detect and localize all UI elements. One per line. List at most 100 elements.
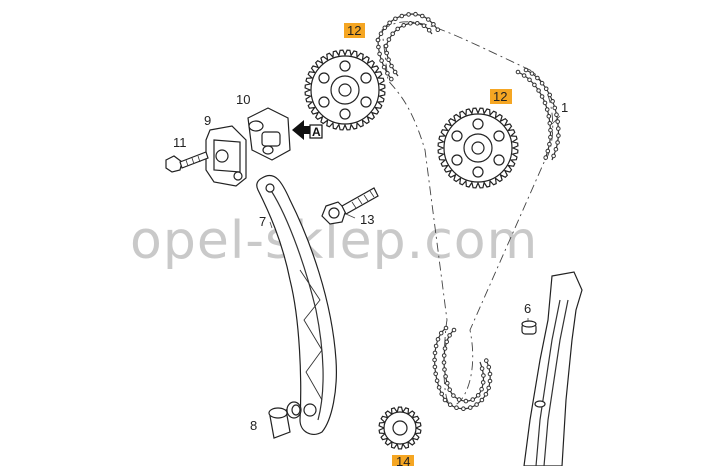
callout-12-top: 12	[347, 23, 361, 38]
chain-link	[385, 71, 390, 76]
chain-link	[447, 402, 453, 408]
chain-link	[554, 112, 559, 117]
chain-link	[552, 105, 558, 111]
chain-link	[375, 37, 381, 43]
chain-link	[553, 147, 559, 152]
callout-7: 7	[259, 214, 266, 229]
tensioner-guide-rail	[256, 174, 337, 435]
chain-link	[544, 107, 550, 112]
chain-link	[543, 86, 549, 92]
chain-link	[376, 44, 381, 50]
camshaft-sprocket-right	[437, 107, 519, 189]
callout-highlight-14	[392, 455, 414, 466]
chain-link	[443, 325, 449, 331]
chain-link	[555, 119, 561, 124]
chain-path-outline	[381, 21, 554, 406]
callout-13: 13	[360, 212, 374, 227]
chain-link	[548, 134, 553, 140]
chain-link	[547, 92, 553, 98]
leader-13	[345, 213, 356, 219]
chain-link	[463, 398, 469, 404]
chain-link	[378, 31, 384, 37]
chain-link	[408, 21, 413, 26]
chain-link	[420, 13, 425, 19]
chain-link	[431, 22, 436, 27]
chain-link	[479, 386, 484, 392]
chain-link	[415, 21, 420, 26]
chain-link	[399, 13, 405, 19]
chain-link	[438, 330, 444, 336]
small-pin-6	[521, 320, 537, 335]
chain-link	[387, 20, 392, 26]
view-arrow-a: A	[292, 120, 323, 140]
chain-link	[454, 405, 459, 411]
chain-link	[444, 339, 450, 345]
chain-link	[447, 387, 453, 393]
chain-link	[435, 27, 441, 33]
chain-link	[548, 127, 553, 133]
fixed-guide-rail	[523, 271, 583, 466]
chain-link	[536, 88, 541, 93]
chain-link	[550, 99, 555, 104]
chain-link	[480, 380, 486, 385]
chain-link	[551, 153, 556, 159]
view-letter-a: A	[312, 125, 321, 139]
chain-link	[432, 364, 438, 370]
callout-1: 1	[561, 100, 568, 115]
chain-link	[392, 69, 398, 75]
chain-link	[486, 364, 492, 370]
chain-link	[535, 75, 540, 81]
callout-9: 9	[204, 113, 211, 128]
chain-link	[470, 397, 476, 402]
callout-highlight-12-top	[344, 23, 365, 38]
chain-link	[390, 31, 396, 37]
chain-link	[384, 50, 390, 56]
chain-link	[484, 358, 489, 363]
callout-8: 8	[250, 418, 257, 433]
chain-link	[447, 333, 452, 338]
chain-link	[379, 58, 384, 63]
chain-link	[486, 385, 492, 391]
chain-link	[529, 71, 535, 76]
chain-link	[532, 82, 537, 88]
chain-link	[515, 69, 521, 75]
chain-link	[432, 350, 438, 356]
chain-link	[439, 391, 445, 397]
chain-link	[474, 402, 479, 407]
chain-link	[443, 374, 448, 379]
chain-link	[523, 67, 529, 73]
bolt-11	[165, 151, 209, 173]
chain-link	[547, 121, 553, 126]
chain-link	[556, 126, 561, 131]
chain-link	[433, 371, 439, 377]
chain-tensioner	[247, 107, 291, 161]
chain-link	[542, 100, 548, 106]
callout-6: 6	[524, 301, 531, 316]
chain-link	[442, 397, 448, 403]
chain-link	[389, 76, 394, 82]
callout-12-right: 12	[493, 89, 507, 104]
chain-link	[555, 140, 560, 145]
callout-11: 11	[173, 135, 187, 150]
chain-tensioner-housing	[205, 125, 247, 187]
pivot-pin-8	[268, 401, 302, 439]
chain-link	[461, 406, 466, 412]
chain-link	[432, 357, 437, 363]
chain-link	[521, 73, 527, 78]
chain-link	[435, 337, 441, 342]
chain-link	[483, 392, 489, 397]
chain-link	[527, 77, 532, 83]
chain-link	[421, 23, 427, 29]
chain-link	[442, 346, 448, 351]
chain-link	[389, 63, 394, 69]
chain-link	[434, 378, 440, 384]
chain-link	[539, 94, 545, 99]
callout-14: 14	[396, 454, 410, 466]
chain-link	[426, 17, 431, 22]
chain-link	[441, 360, 447, 365]
chain-link	[441, 353, 447, 358]
chain-link	[381, 64, 387, 70]
chain-link	[545, 148, 551, 154]
chain-link	[426, 27, 432, 33]
chain-link	[386, 37, 392, 42]
